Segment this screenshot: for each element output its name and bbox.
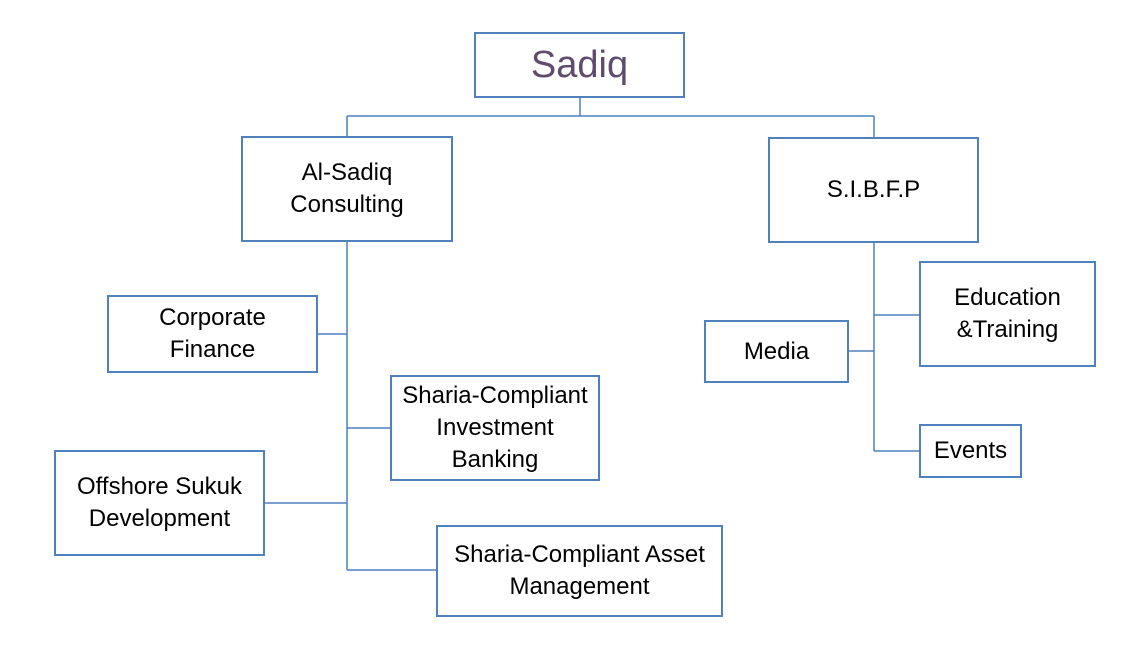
node-asset-management: Sharia-Compliant Asset Management: [436, 525, 723, 617]
node-sibfp: S.I.B.F.P: [768, 137, 979, 243]
node-al-sadiq-consulting: Al-Sadiq Consulting: [241, 136, 453, 242]
node-offshore-sukuk-development: Offshore Sukuk Development: [54, 450, 265, 556]
node-media: Media: [704, 320, 849, 383]
root-node-sadiq: Sadiq: [474, 32, 685, 98]
node-education-training: Education &Training: [919, 261, 1096, 367]
node-investment-banking: Sharia-Compliant Investment Banking: [390, 375, 600, 481]
node-corporate-finance: Corporate Finance: [107, 295, 318, 373]
node-events: Events: [919, 424, 1022, 478]
